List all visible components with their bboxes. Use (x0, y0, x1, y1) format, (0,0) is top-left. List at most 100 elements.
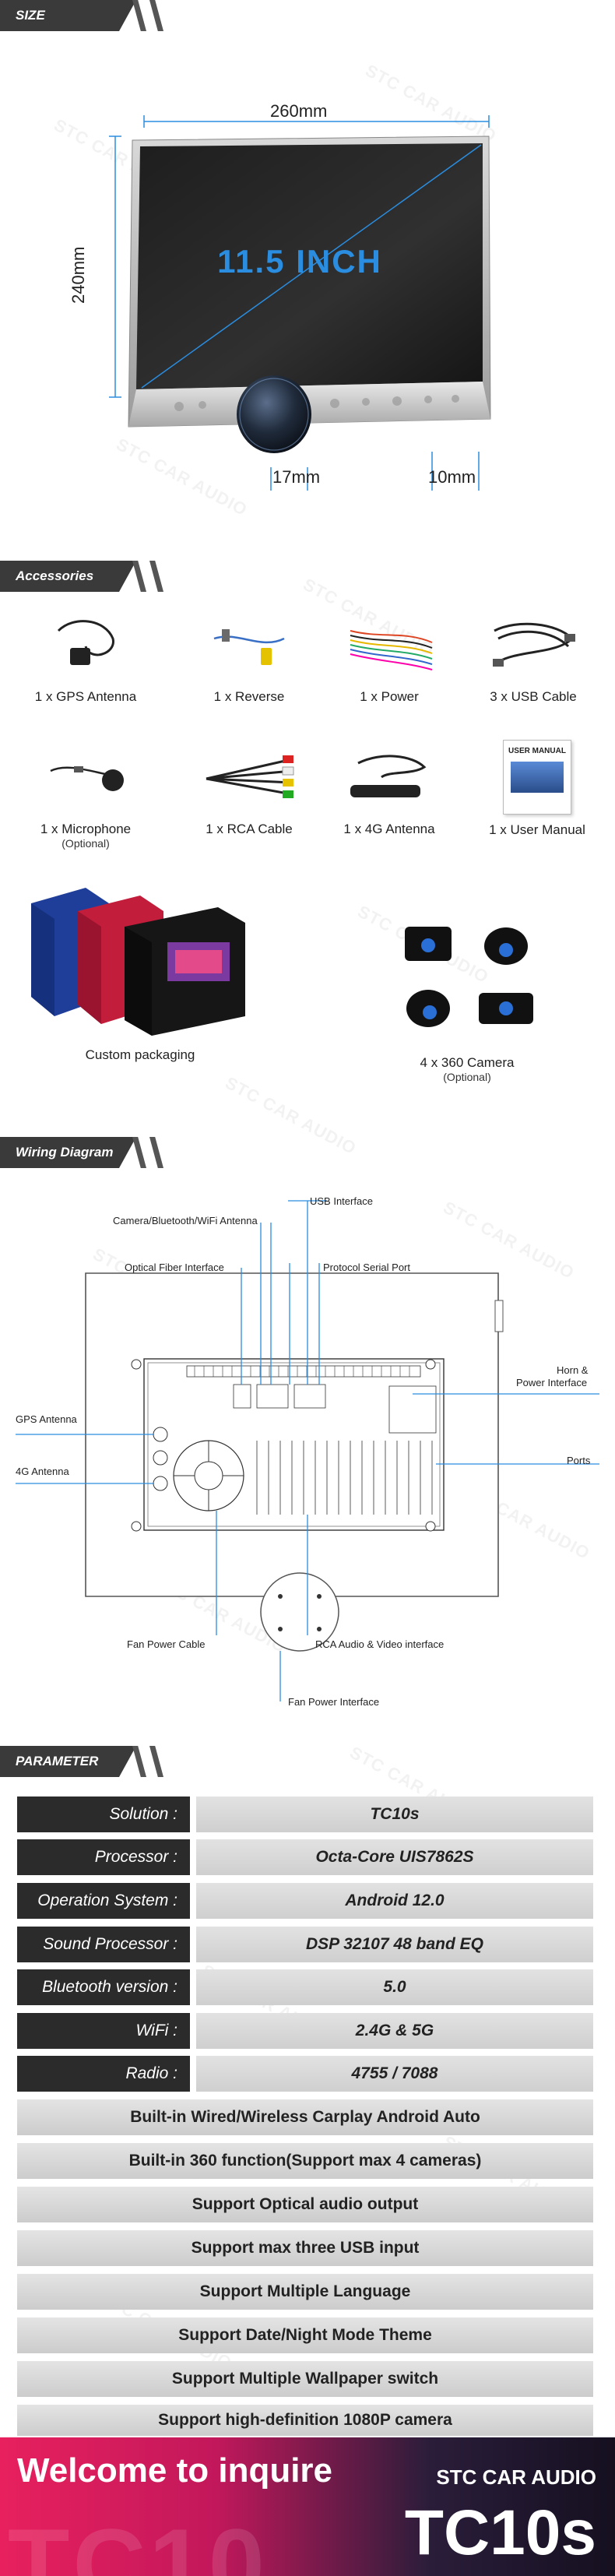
accessory-gps-antenna: 1 x GPS Antenna (16, 615, 156, 705)
param-row: WiFi : 2.4G & 5G (17, 2013, 593, 2049)
accessory-label: 1 x Power (360, 689, 419, 704)
wiring-label-optical: Optical Fiber Interface (125, 1262, 224, 1273)
accessory-reverse: 1 x Reverse (179, 615, 319, 705)
accessory-label: 3 x USB Cable (490, 689, 577, 704)
rca-cable-icon (206, 755, 294, 798)
wiring-label-gps: GPS Antenna (16, 1413, 77, 1425)
feature-row: Built-in Wired/Wireless Carplay Android … (17, 2099, 593, 2135)
accessory-microphone: 1 x Microphone (Optional) (16, 748, 156, 850)
footer-model: TC10s (404, 2497, 596, 2568)
param-key: Sound Processor : (17, 1927, 190, 1962)
camera-icon (405, 927, 533, 1027)
header-stripe (149, 0, 163, 31)
param-value: 2.4G & 5G (196, 2013, 593, 2049)
section-header-size: SIZE (0, 0, 179, 31)
param-key: WiFi : (17, 2013, 190, 2049)
screen-size-text: 11.5 INCH (217, 243, 382, 280)
wiring-label-power-interface: Power Interface (516, 1377, 588, 1388)
param-key: Solution : (17, 1797, 190, 1832)
wiring-label-4g: 4G Antenna (16, 1466, 69, 1477)
usb-cable-icon (493, 622, 575, 667)
tablet-drawing: 11.5 INCH (109, 115, 491, 491)
accessory-packaging: Custom packaging (16, 880, 265, 1063)
wiring-diagram-drawing (16, 1200, 599, 1701)
feature-row: Support Optical audio output (17, 2187, 593, 2222)
param-value: Octa-Core UIS7862S (196, 1839, 593, 1875)
wiring-label-horn: Horn & (557, 1364, 589, 1376)
param-key: Bluetooth version : (17, 1969, 190, 2005)
accessory-label: 1 x Reverse (213, 689, 285, 704)
wiring-label-ports: Ports (567, 1455, 591, 1466)
section-header-wiring: Wiring Diagram (0, 1137, 179, 1168)
param-value: TC10s (196, 1797, 593, 1832)
power-harness-icon (350, 630, 433, 670)
param-key: Processor : (17, 1839, 190, 1875)
param-key: Operation System : (17, 1883, 190, 1919)
param-value: 5.0 (196, 1969, 593, 2005)
section-header-accessories: Accessories (0, 561, 179, 592)
accessory-label: 1 x 4G Antenna (343, 822, 435, 836)
gps-antenna-icon (57, 620, 114, 665)
feature-row: Support Multiple Wallpaper switch (17, 2361, 593, 2397)
section-title: Wiring Diagram (0, 1137, 136, 1168)
header-stripe (132, 561, 146, 592)
param-row: Sound Processor : DSP 32107 48 band EQ (17, 1927, 593, 1962)
manual-cover-image (511, 762, 564, 793)
header-stripe (149, 561, 163, 592)
knob-dimension-label: 17mm (272, 467, 321, 487)
packaging-box-icon (31, 888, 245, 1036)
header-stripe (132, 1746, 146, 1777)
accessory-label: 1 x Microphone (40, 822, 132, 836)
param-row: Solution : TC10s (17, 1797, 593, 1832)
param-value: 4755 / 7088 (196, 2056, 593, 2092)
wiring-label-rca: RCA Audio & Video interface (315, 1638, 445, 1650)
accessory-label: 1 x RCA Cable (206, 822, 293, 836)
header-stripe (132, 0, 146, 31)
header-stripe (149, 1137, 163, 1168)
wiring-label-usb: USB Interface (310, 1195, 373, 1207)
height-label: 240mm (69, 246, 88, 304)
param-key: Radio : (17, 2056, 190, 2092)
param-row: Bluetooth version : 5.0 (17, 1969, 593, 2005)
header-stripe (149, 1746, 163, 1777)
header-stripe (132, 1137, 146, 1168)
watermark: STC CAR AUDIO (222, 1072, 360, 1159)
accessory-usb-cable: 3 x USB Cable (459, 615, 607, 705)
wiring-label-fan-interface: Fan Power Interface (288, 1696, 380, 1708)
footer-welcome: Welcome to inquire (17, 2451, 333, 2490)
accessory-360-camera: 4 x 360 Camera (Optional) (358, 919, 576, 1083)
param-row: Radio : 4755 / 7088 (17, 2056, 593, 2092)
accessory-label: Custom packaging (85, 1047, 195, 1062)
feature-row: Built-in 360 function(Support max 4 came… (17, 2143, 593, 2179)
accessory-note: (Optional) (443, 1071, 491, 1083)
size-diagram: 11.5 INCH 260mm 240mm 17mm 10mm (0, 47, 615, 530)
footer-bg-model: TC10 (8, 2507, 268, 2576)
manual-cover-title: USER MANUAL (508, 747, 566, 755)
param-value: Android 12.0 (196, 1883, 593, 1919)
feature-row: Support high-definition 1080P camera (17, 2405, 593, 2436)
accessory-label: 4 x 360 Camera (420, 1055, 515, 1070)
wiring-label-fan-cable: Fan Power Cable (127, 1638, 206, 1650)
depth-dimension-label: 10mm (428, 467, 476, 487)
param-row: Processor : Octa-Core UIS7862S (17, 1839, 593, 1875)
accessory-user-manual: USER MANUAL 1 x User Manual (467, 740, 607, 838)
wiring-label-serial-port: Protocol Serial Port (323, 1262, 410, 1273)
accessory-label: 1 x GPS Antenna (34, 689, 137, 704)
width-label: 260mm (270, 101, 328, 121)
feature-row: Support Multiple Language (17, 2274, 593, 2310)
section-header-parameter: PARAMETER (0, 1746, 179, 1777)
user-manual-icon: USER MANUAL (503, 740, 571, 815)
microphone-icon (50, 766, 124, 791)
accessory-note: (Optional) (62, 837, 110, 850)
section-title: SIZE (0, 0, 136, 31)
param-row: Operation System : Android 12.0 (17, 1883, 593, 1919)
feature-row: Support Date/Night Mode Theme (17, 2317, 593, 2353)
accessory-power: 1 x Power (319, 615, 459, 705)
reverse-cable-icon (213, 629, 285, 665)
accessory-label: 1 x User Manual (489, 822, 585, 837)
section-title: Accessories (0, 561, 136, 592)
4g-antenna-icon (350, 755, 427, 797)
wiring-label-camera-antenna: Camera/Bluetooth/WiFi Antenna (113, 1215, 258, 1226)
accessory-rca-cable: 1 x RCA Cable (179, 748, 319, 837)
footer-banner: TC10 Welcome to inquire STC CAR AUDIO TC… (0, 2437, 615, 2576)
